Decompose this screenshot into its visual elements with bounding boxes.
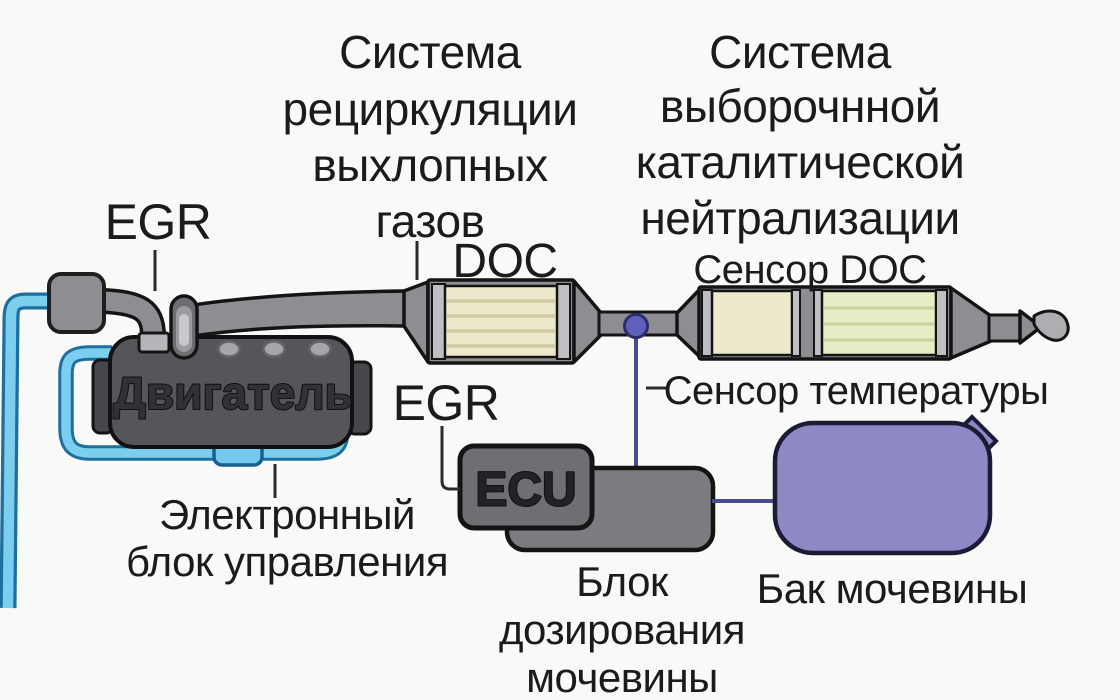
dosing-caption-line1: Блок (576, 558, 669, 605)
ecu-caption-line1: Электронный (159, 491, 415, 538)
scr-system-title-line3: каталитической (636, 136, 965, 188)
scr-catalyst (675, 285, 993, 361)
egr-system-title-line2: рециркуляции (283, 83, 578, 135)
temp-sensor-label: Сенсор температуры (664, 369, 1049, 413)
sensor-doc-label: Сенсор DOC (693, 248, 926, 292)
ecu-block (457, 443, 595, 531)
doc-inlet-cone (402, 280, 430, 364)
engine-block (108, 335, 354, 449)
scr-outlet-cone (949, 286, 993, 360)
doc-substrate-lines (447, 299, 555, 348)
engine-bolt (262, 340, 286, 358)
scr-substrate-lines (824, 306, 934, 342)
urea-tank-label: Бак мочевины (757, 565, 1028, 612)
temp-sensor-dot (623, 313, 649, 339)
tailpipe-curved-tip (1032, 309, 1070, 342)
scr-end-band-left (701, 289, 713, 357)
scr-substrate-front (710, 289, 794, 357)
doc-end-band-right (556, 283, 571, 360)
egr-system-title-line3: выхлопных (312, 139, 548, 191)
scr-divider-band-left (791, 289, 801, 357)
engine-label: Двигатель (113, 367, 353, 419)
egr-system-title-line1: Система (339, 26, 522, 78)
scr-system-title-line1: Система (709, 26, 892, 78)
engine-flange (137, 331, 171, 354)
intake-pipe-fill (2, 295, 54, 609)
doc-outlet-cone (572, 279, 603, 364)
exhaust-pipe (191, 289, 407, 338)
intake-block (47, 272, 106, 334)
scr-end-band-right (935, 289, 948, 357)
ecu-label: ECU (475, 464, 576, 517)
doc-label: DOC (452, 235, 557, 288)
engine-bolts (217, 340, 332, 358)
egr-mid-label: EGR (393, 375, 500, 431)
tailpipe (987, 313, 1024, 343)
scr-system-title-line2: выборочнной (660, 80, 940, 132)
intake-pipe (0, 292, 54, 609)
egr-mid-pointer-line (440, 426, 460, 491)
doc-end-band-left (431, 283, 446, 360)
tailpipe-cone-tip (1018, 309, 1043, 345)
scr-system-title-line4: нейтрализации (640, 192, 959, 244)
doc-catalyst (402, 278, 603, 365)
intake-elbow-fill (103, 291, 163, 337)
dosing-caption-line3: мочевины (526, 654, 718, 700)
egr-valve-highlight (179, 314, 189, 346)
egr-system-title-line4: газов (376, 195, 485, 247)
ecu-caption-line2: блок управления (126, 538, 448, 585)
engine-bolt (308, 340, 332, 358)
urea-tank (772, 420, 993, 556)
egr-valve (169, 294, 199, 360)
egr-top-label: EGR (105, 194, 212, 250)
engine-bolt (217, 340, 241, 358)
dosing-caption-line2: дозирования (499, 606, 745, 653)
